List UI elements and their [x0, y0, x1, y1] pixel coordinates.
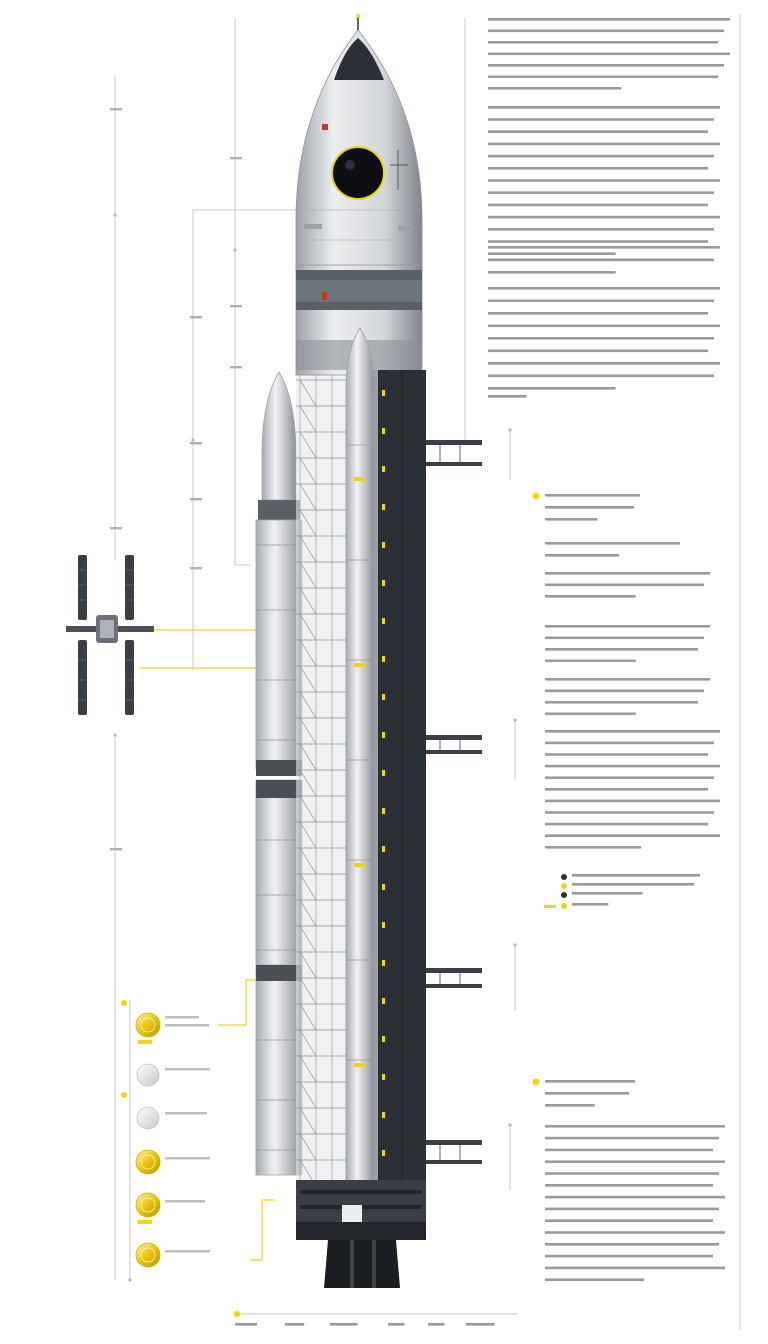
- left-booster-lower: [255, 779, 303, 1176]
- main-rocket-body: [295, 14, 426, 1200]
- coin-caption-strokes: [165, 1016, 210, 1253]
- coin-icon: [135, 1192, 161, 1218]
- rocket-base: [296, 1180, 426, 1288]
- dimension-lines: [114, 14, 741, 1330]
- coin-icon: [135, 1149, 161, 1175]
- dark-dot: [561, 892, 567, 898]
- service-tower-truss: [296, 370, 352, 1213]
- gantry-platforms: [426, 440, 482, 1164]
- coin-icon: [135, 1012, 161, 1038]
- dimension-ticks: [113, 213, 517, 1282]
- coin-icon: [136, 1063, 160, 1087]
- legend-bullets: [234, 492, 567, 1317]
- coin-icon: [135, 1242, 161, 1268]
- left-booster-upper: [255, 371, 303, 776]
- coin-icon: [136, 1106, 160, 1130]
- yellow-bar: [544, 905, 556, 908]
- yellow-dot: [561, 883, 567, 889]
- dark-dot: [561, 874, 567, 880]
- coin-list: [121, 1000, 210, 1268]
- satellite-icon: [66, 555, 154, 715]
- illegible-text-blocks: [110, 18, 730, 1326]
